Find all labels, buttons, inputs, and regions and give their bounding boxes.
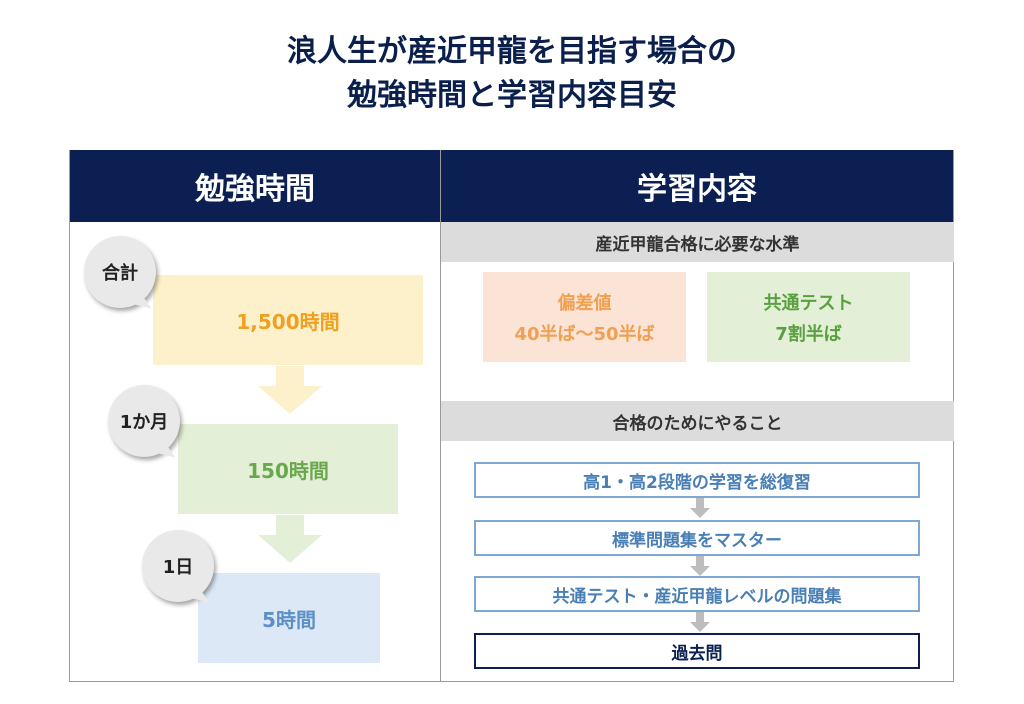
hensachi-label: 偏差値	[557, 292, 612, 314]
hensachi-value: 40半ば〜50半ば	[514, 323, 655, 345]
step-arrow-3	[690, 612, 710, 632]
badge-month-label: 1か月	[119, 412, 169, 433]
kyotsu-test-value: 7割半ば	[775, 323, 842, 345]
kyotsu-test-label: 共通テスト	[763, 292, 854, 314]
header-study-content: 学習内容	[441, 150, 953, 222]
step-arrow-1	[690, 498, 710, 518]
arrow-head	[258, 535, 322, 563]
kyotsu-test-box: 共通テスト 7割半ば	[707, 272, 910, 362]
step-level-workbook: 共通テスト・産近甲龍レベルの問題集	[474, 576, 920, 612]
arrow-stem	[276, 515, 304, 537]
step-arrow-head	[690, 622, 710, 632]
step-arrow-2	[690, 556, 710, 576]
total-hours-box: 1,500時間	[153, 275, 423, 365]
step-arrow-head	[690, 566, 710, 576]
step-past-exams: 過去問	[474, 633, 920, 669]
column-divider	[440, 150, 441, 682]
step-arrow-head	[690, 508, 710, 518]
section-todo: 合格のためにやること	[441, 401, 954, 441]
hensachi-box: 偏差値 40半ば〜50半ば	[483, 272, 686, 362]
daily-hours-box: 5時間	[198, 573, 380, 663]
title-line-2: 勉強時間と学習内容目安	[347, 78, 677, 113]
step-arrow-stem	[696, 498, 704, 510]
monthly-hours-box: 150時間	[178, 424, 398, 514]
page-title: 浪人生が産近甲龍を目指す場合の 勉強時間と学習内容目安	[0, 30, 1024, 118]
step-standard: 標準問題集をマスター	[474, 520, 920, 556]
arrow-stem	[276, 366, 304, 388]
header-study-time: 勉強時間	[70, 150, 440, 222]
badge-total-label: 合計	[102, 263, 138, 284]
arrow-head	[258, 386, 322, 414]
badge-month: 1か月	[108, 385, 180, 466]
section-required-level: 産近甲龍合格に必要な水準	[441, 222, 954, 262]
title-line-1: 浪人生が産近甲龍を目指す場合の	[287, 34, 737, 69]
badge-total: 合計	[84, 236, 156, 317]
monthly-hours-value: 150時間	[247, 458, 329, 483]
step-arrow-stem	[696, 556, 704, 568]
arrow-down-1	[258, 366, 322, 414]
step-review: 高1・高2段階の学習を総復習	[474, 462, 920, 498]
badge-day: 1日	[142, 530, 214, 611]
daily-hours-value: 5時間	[262, 607, 316, 632]
arrow-down-2	[258, 515, 322, 563]
total-hours-value: 1,500時間	[236, 309, 340, 334]
step-arrow-stem	[696, 612, 704, 624]
badge-day-label: 1日	[162, 557, 194, 578]
